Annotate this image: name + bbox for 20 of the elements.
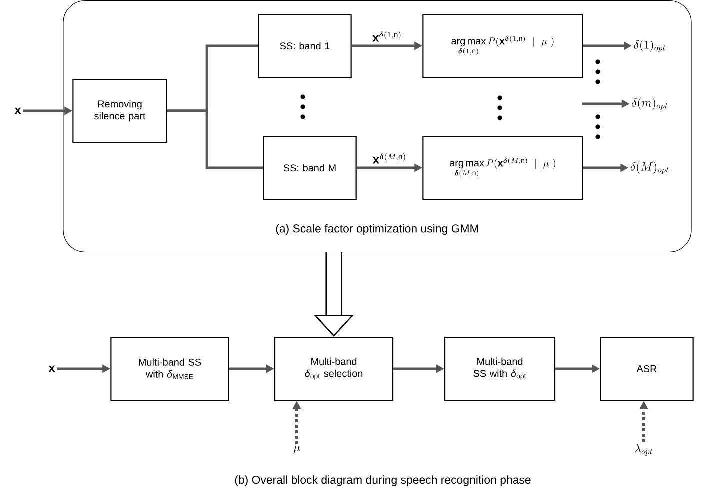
input-symbol: $\mathbf{x}$ [14,108,22,114]
edge-label: $\mathbf{x}^{\boldsymbol{\delta}(M,\mathrm{n})}$ [372,152,408,165]
process-box: Removing silence part [72,78,168,144]
process-box: Multi-band SS with δ$_{opt}$ [444,336,556,402]
parameter-symbol: $\lambda_{opt}$ [635,444,653,456]
formula-box: $\mathop{\mathrm{arg\,max}}\limits_{\boldsymbol{\delta}(1,\mathrm{n})} P(\mathbf{x}^{\boldsymbol{\delta}(1,\mathrm{n})}\mid\mu\ )$ [422,14,584,78]
edge-label: $\mathbf{x}^{\boldsymbol{\delta}(1,\mathrm{n})}$ [372,30,403,43]
formula-box: $\mathop{\mathrm{arg\,max}}\limits_{\boldsymbol{\delta}(M,\mathrm{n})} P(\mathbf{x}^{\boldsymbol{\delta}(M,\mathrm{n})}\mid\mu\ )$ [422,136,584,200]
process-box: ASR [600,336,694,402]
output-symbol: $\delta(1)_{opt}$ [634,40,666,52]
caption: (b) Overall block diagram during speech recognition phase [235,476,531,486]
process-box: SS: band M [263,136,357,200]
parameter-symbol: $\mu$ [294,446,300,454]
input-symbol: $\mathbf{x}$ [48,366,56,372]
process-box: Multi-band SS with δ$_{MMSE}$ [110,336,230,402]
output-symbol: $\delta(m)_{opt}$ [632,98,668,110]
process-box: SS: band 1 [258,14,352,78]
process-box: Multi-band δ$_{opt}$ selection [274,336,394,402]
output-symbol: $\delta(M)_{opt}$ [630,162,669,174]
connector-line [167,110,264,170]
